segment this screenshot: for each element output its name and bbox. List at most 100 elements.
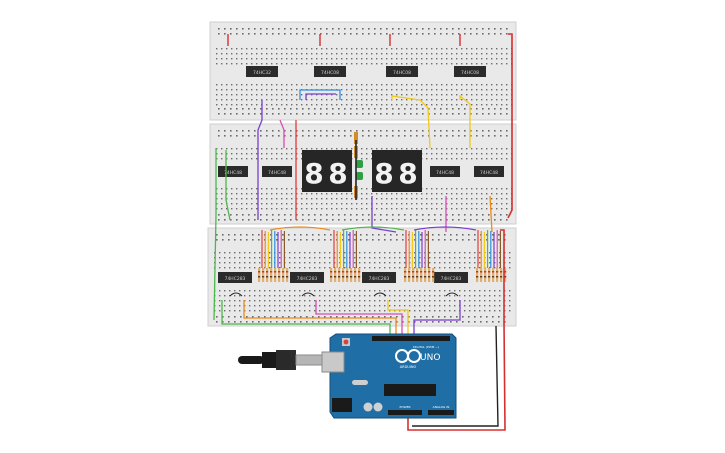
seven-segment-display-left[interactable]: 8 8	[302, 150, 352, 192]
hole	[266, 99, 268, 101]
arduino-header-analog[interactable]	[428, 410, 454, 415]
hole	[449, 300, 451, 302]
hole	[341, 208, 343, 210]
usb-b-port[interactable]	[321, 351, 345, 373]
hole	[399, 267, 401, 269]
rail-hole	[338, 28, 340, 30]
hole	[336, 84, 338, 86]
hole	[451, 158, 453, 160]
hole	[396, 94, 398, 96]
hole	[281, 63, 283, 65]
hole	[346, 58, 348, 60]
hole	[364, 310, 366, 312]
hole	[501, 148, 503, 150]
hole	[321, 58, 323, 60]
hole	[336, 104, 338, 106]
hole	[396, 48, 398, 50]
rail-hole	[386, 108, 388, 110]
hole	[429, 295, 431, 297]
hole	[346, 94, 348, 96]
hole	[506, 84, 508, 86]
resistor	[416, 268, 419, 282]
rail-hole	[410, 130, 412, 132]
rail-hole	[288, 234, 290, 236]
hole	[479, 257, 481, 259]
hole	[454, 300, 456, 302]
hole	[234, 252, 236, 254]
arduino-header-digital[interactable]	[372, 336, 450, 341]
hole	[436, 63, 438, 65]
rail-hole	[312, 321, 314, 323]
hole	[254, 290, 256, 292]
hole	[281, 53, 283, 55]
rail-hole	[506, 33, 508, 35]
chip-middle-3[interactable]: 74HC48	[430, 166, 460, 177]
arduino-power-label: POWER	[399, 405, 410, 409]
hole	[466, 188, 468, 190]
chip-middle-2[interactable]: 74HC48	[262, 166, 292, 177]
seven-segment-display-right[interactable]: 8 8	[372, 150, 422, 192]
chip-middle-1[interactable]: 74HC48	[218, 166, 248, 177]
chip-top-2[interactable]: 74HC08	[314, 66, 346, 77]
resistor	[274, 268, 277, 282]
rail-hole	[422, 113, 424, 115]
hole	[241, 158, 243, 160]
hole	[266, 58, 268, 60]
arduino-header-power[interactable]	[388, 410, 422, 415]
arduino-uno-board[interactable]: UNO ARDUINO DIGITAL (PWM ~) POWER ANALOG…	[321, 333, 457, 419]
hole	[434, 257, 436, 259]
breadboard-bottom[interactable]: 74HC283 74HC283 74HC283 74HC283	[207, 227, 517, 327]
chip-label: 74HC283	[297, 276, 318, 282]
chip-top-1[interactable]: 74HC32	[246, 66, 278, 77]
rail-hole	[500, 219, 502, 221]
hole	[471, 188, 473, 190]
hole	[264, 300, 266, 302]
led-indicators[interactable]	[356, 160, 363, 180]
hole	[326, 94, 328, 96]
hole	[276, 208, 278, 210]
rail-hole	[368, 214, 370, 216]
dc-power-jack[interactable]	[332, 398, 352, 412]
hole	[494, 262, 496, 264]
rail-hole	[498, 321, 500, 323]
hole	[259, 262, 261, 264]
hole	[264, 305, 266, 307]
chip-bottom-4[interactable]: 74HC283	[434, 272, 468, 283]
hole	[256, 148, 258, 150]
hole	[509, 262, 511, 264]
rail-hole	[452, 130, 454, 132]
hole	[431, 58, 433, 60]
chip-top-3[interactable]: 74HC08	[386, 66, 418, 77]
rail-hole	[366, 316, 368, 318]
hole	[506, 198, 508, 200]
chip-middle-4[interactable]: 74HC48	[474, 166, 504, 177]
hole	[456, 153, 458, 155]
hole	[271, 99, 273, 101]
hole	[404, 295, 406, 297]
bottom-resistor-banks[interactable]	[258, 268, 507, 282]
usb-plug-icon[interactable]	[238, 350, 323, 370]
jumper-wires[interactable]	[213, 33, 513, 431]
hole	[326, 99, 328, 101]
hole	[251, 198, 253, 200]
hole	[471, 53, 473, 55]
rail-hole	[272, 135, 274, 137]
chip-bottom-1[interactable]: 74HC283	[218, 272, 252, 283]
breadboard-middle[interactable]: 74HC48 74HC48 74HC48 74HC48 8 8 8 8	[209, 123, 517, 225]
hole	[446, 148, 448, 150]
hole	[234, 257, 236, 259]
chip-bottom-3[interactable]: 74HC283	[362, 272, 396, 283]
hole	[444, 252, 446, 254]
rail-hole	[354, 316, 356, 318]
hole	[261, 198, 263, 200]
rail-hole	[420, 321, 422, 323]
rail-hole	[260, 28, 262, 30]
hole	[491, 89, 493, 91]
resistor	[480, 268, 483, 282]
hole	[431, 148, 433, 150]
chip-top-4[interactable]: 74HC08	[454, 66, 486, 77]
chip-bottom-2[interactable]: 74HC283	[290, 272, 324, 283]
hole	[446, 53, 448, 55]
hole	[216, 84, 218, 86]
rail-hole	[272, 108, 274, 110]
